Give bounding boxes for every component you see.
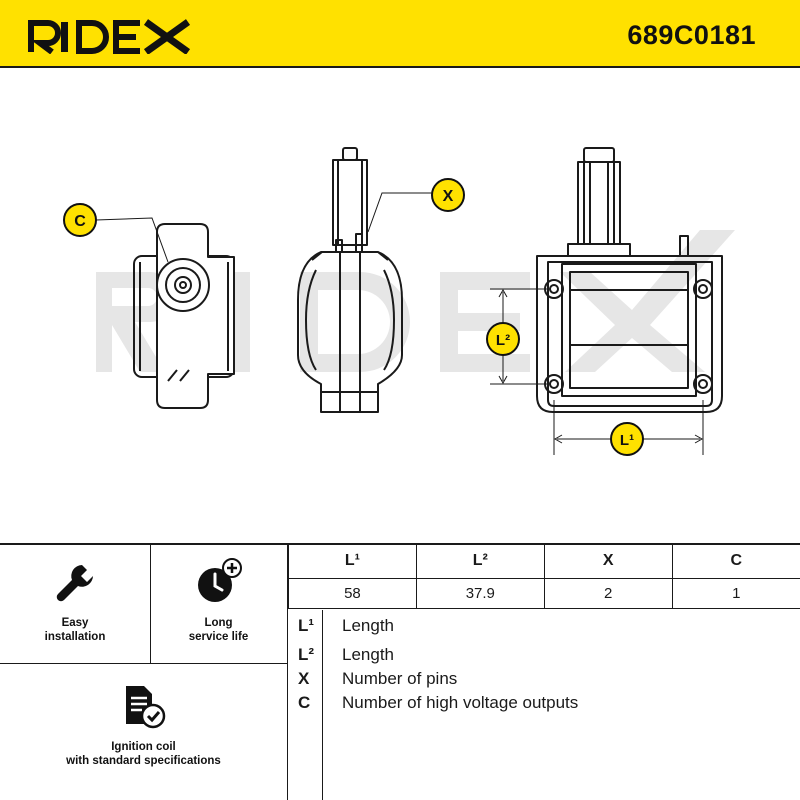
legend-key: C xyxy=(298,693,311,712)
legend-key: L² xyxy=(298,645,315,664)
spec-value-x: 2 xyxy=(543,578,673,609)
feature-label-line1: Easy xyxy=(61,617,89,629)
callout-l2: L² xyxy=(486,322,520,356)
legend-divider xyxy=(322,610,323,800)
feature-easy-installation: Easy installation xyxy=(0,560,150,644)
spec-value-row: 58 37.9 2 1 xyxy=(288,578,800,609)
coil-front-view xyxy=(133,223,235,409)
callout-c-label: C xyxy=(74,213,86,230)
spec-value-l1: 58 xyxy=(288,578,417,609)
feature-label-line2: service life xyxy=(188,631,249,643)
legend-text: Number of pins xyxy=(342,669,458,688)
header-bar: 689C0181 xyxy=(0,0,800,68)
spec-header-x: X xyxy=(543,545,673,579)
legend-key: L¹ xyxy=(298,616,315,635)
legend-text: Number of high voltage outputs xyxy=(342,693,579,712)
wrench-icon xyxy=(56,565,93,602)
coil-side-view xyxy=(297,147,403,413)
callout-c: C xyxy=(63,203,97,237)
coil-top-view xyxy=(536,147,723,413)
ridex-logo xyxy=(28,19,191,54)
spec-table: L¹ L² X C 58 37.9 2 1 xyxy=(288,545,800,609)
callout-l2-label: L² xyxy=(496,332,510,349)
ridex-watermark xyxy=(96,230,735,372)
feature-long-service-life: Long service life xyxy=(150,558,287,644)
spec-legend: L¹ Length L² Length X Number of pins C N… xyxy=(288,610,800,800)
document-check-icon xyxy=(125,686,165,729)
technical-drawing: C X L² L¹ xyxy=(63,147,735,456)
legend-text: Length xyxy=(342,645,394,664)
panel-divider-vertical xyxy=(287,545,288,800)
spec-header-l2: L² xyxy=(415,545,545,579)
feature-label-line1: Long xyxy=(204,617,233,629)
feature-label-line1: Ignition coil xyxy=(111,741,176,753)
spec-header-l1: L¹ xyxy=(288,545,417,579)
part-number: 689C0181 xyxy=(627,20,756,50)
feature-divider-horizontal xyxy=(0,663,287,664)
spec-value-l2: 37.9 xyxy=(415,578,545,609)
section-divider xyxy=(0,543,800,545)
feature-divider-vertical xyxy=(150,545,151,663)
spec-value-c: 1 xyxy=(671,578,800,609)
callout-l1: L¹ xyxy=(610,422,644,456)
clock-plus-icon xyxy=(197,558,242,602)
spec-header-row: L¹ L² X C xyxy=(288,545,800,579)
dimension-lines xyxy=(95,192,704,455)
callout-x: X xyxy=(431,178,465,212)
legend-text: Length xyxy=(342,616,394,635)
callout-x-label: X xyxy=(443,188,454,205)
callout-l1-label: L¹ xyxy=(620,432,634,449)
spec-header-c: C xyxy=(671,545,800,579)
feature-label-line2: installation xyxy=(44,631,106,643)
feature-label-line2: with standard specifications xyxy=(66,755,221,767)
feature-standard-specifications: Ignition coil with standard specificatio… xyxy=(0,684,287,768)
legend-key: X xyxy=(298,669,310,688)
